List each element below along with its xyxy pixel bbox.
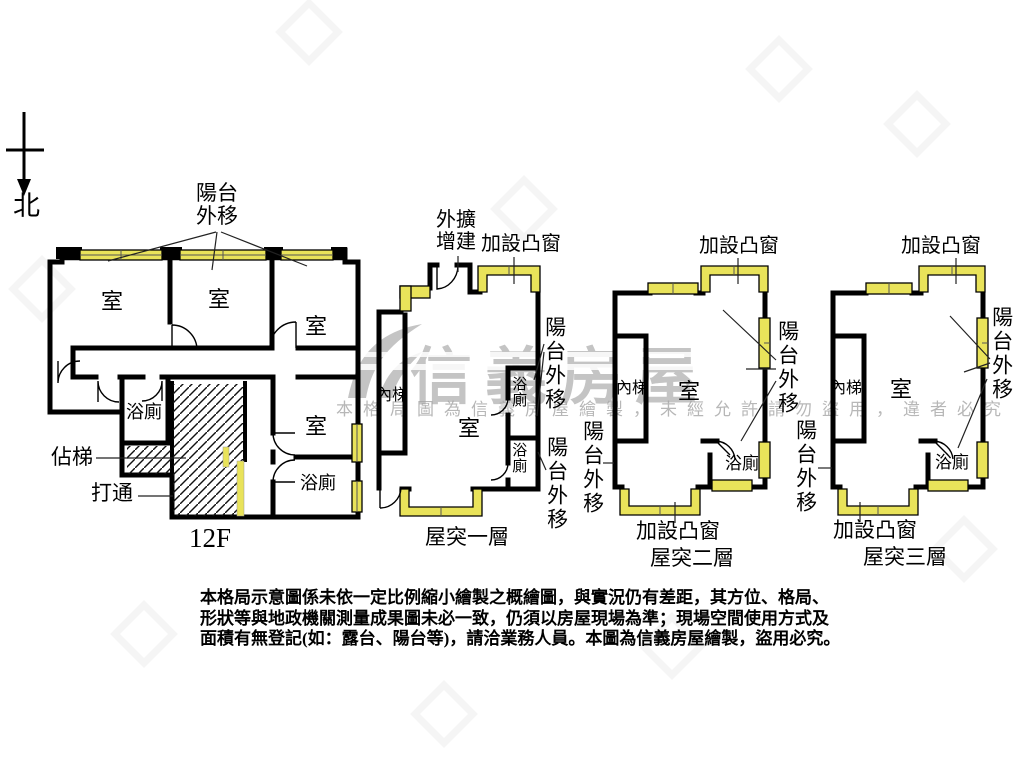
label-p1-occupied-stair: 佔梯 — [51, 445, 93, 469]
plan-12f-stair-hatch — [127, 384, 245, 517]
sinyi-house-logo-icon — [348, 324, 422, 398]
disclaimer-line-3: 面積有無登記(如：露台、陽台等)，請洽業務人員。本圖為信義房屋繪製，盜用必究。 — [200, 629, 841, 648]
label-p3-bay-window-bottom: 加設凸窗 — [636, 519, 720, 543]
label-p3-balcony-moved-right: 陽台外移 — [775, 320, 800, 416]
label-p1-balcony-moved: 陽台 外移 — [196, 181, 238, 228]
logo-knockout-stripe — [340, 352, 718, 357]
label-p2-floor: 屋突一層 — [425, 525, 509, 549]
plan-roof2-leader-lines — [603, 258, 777, 523]
label-p1-room-1: 室 — [101, 289, 124, 314]
plan-12f-doors — [57, 321, 297, 483]
label-p4-room: 室 — [890, 377, 913, 402]
label-p4-bath: 浴廁 — [935, 453, 969, 472]
label-p3-floor: 屋突二層 — [650, 546, 734, 570]
plan-roof2-doors — [715, 440, 736, 460]
label-p2-room: 室 — [458, 416, 481, 441]
label-p3-balcony-moved-left: 陽台外移 — [580, 420, 605, 516]
label-p2-balcony-moved-2: 陽台外移 — [544, 436, 569, 532]
label-p4-balcony-moved-right: 陽台外移 — [989, 306, 1014, 402]
plan-roof1-leader-lines — [457, 256, 547, 471]
label-p3-inner-stair: 內梯 — [616, 380, 649, 397]
label-p3-bay-window-top: 加設凸窗 — [699, 235, 779, 257]
disclaimer-line-2: 形狀等與地政機關測量成果圖未必一致，仍須以房屋現場為準；現場空間使用方式及 — [200, 608, 829, 628]
label-p1-room-3: 室 — [305, 314, 328, 339]
label-p2-bath-1: 浴廁 — [510, 376, 527, 408]
north-arrow-icon — [6, 112, 44, 196]
label-p3-bath: 浴廁 — [725, 454, 759, 473]
label-p1-bath-1: 浴廁 — [126, 402, 162, 422]
label-p2-ext-expand: 外擴 增建 — [436, 209, 476, 253]
label-p4-bay-window-top: 加設凸窗 — [901, 235, 981, 257]
plan-roof1-doors — [379, 265, 509, 509]
disclaimer-text: 本格局示意圖係未依一定比例縮小繪製之概繪圖，與實況仍有差距，其方位、格局、 形狀… — [200, 588, 850, 650]
label-p4-floor: 屋突三層 — [863, 545, 947, 569]
plan-roof3-doors — [933, 440, 954, 460]
north-label: 北 — [13, 191, 40, 221]
plan-roof3-windows — [837, 265, 989, 516]
label-p3-room: 室 — [678, 379, 701, 404]
plan-roof2-windows — [619, 265, 771, 516]
label-p2-balcony-moved-1: 陽台外移 — [542, 316, 567, 412]
label-p4-balcony-moved-left: 陽台外移 — [793, 419, 818, 515]
label-p1-opened: 打通 — [91, 481, 133, 505]
label-p2-bay-window-top: 加設凸窗 — [481, 233, 561, 255]
label-p2-bath-2: 浴廁 — [510, 442, 527, 474]
plan-roof3-leader-lines — [818, 258, 991, 522]
plan-roof2-walls — [612, 289, 768, 490]
plan-roof3-walls — [830, 289, 986, 490]
label-p2-inner-stair: 內梯 — [376, 387, 409, 404]
label-p1-floor: 12F — [189, 523, 232, 553]
plan-roof1-windows — [399, 265, 541, 517]
label-p1-room-4: 室 — [305, 414, 328, 439]
label-p4-inner-stair: 內梯 — [830, 380, 863, 397]
label-p1-room-2: 室 — [208, 287, 231, 312]
plan-12f-leader-lines — [96, 231, 308, 497]
label-p1-bath-2: 浴廁 — [300, 473, 336, 493]
plan-12f-windows — [79, 249, 363, 513]
disclaimer-line-1: 本格局示意圖係未依一定比例縮小繪製之概繪圖，與實況仍有差距，其方位、格局、 — [200, 588, 829, 607]
label-p4-bay-window-bottom: 加設凸窗 — [833, 518, 917, 542]
